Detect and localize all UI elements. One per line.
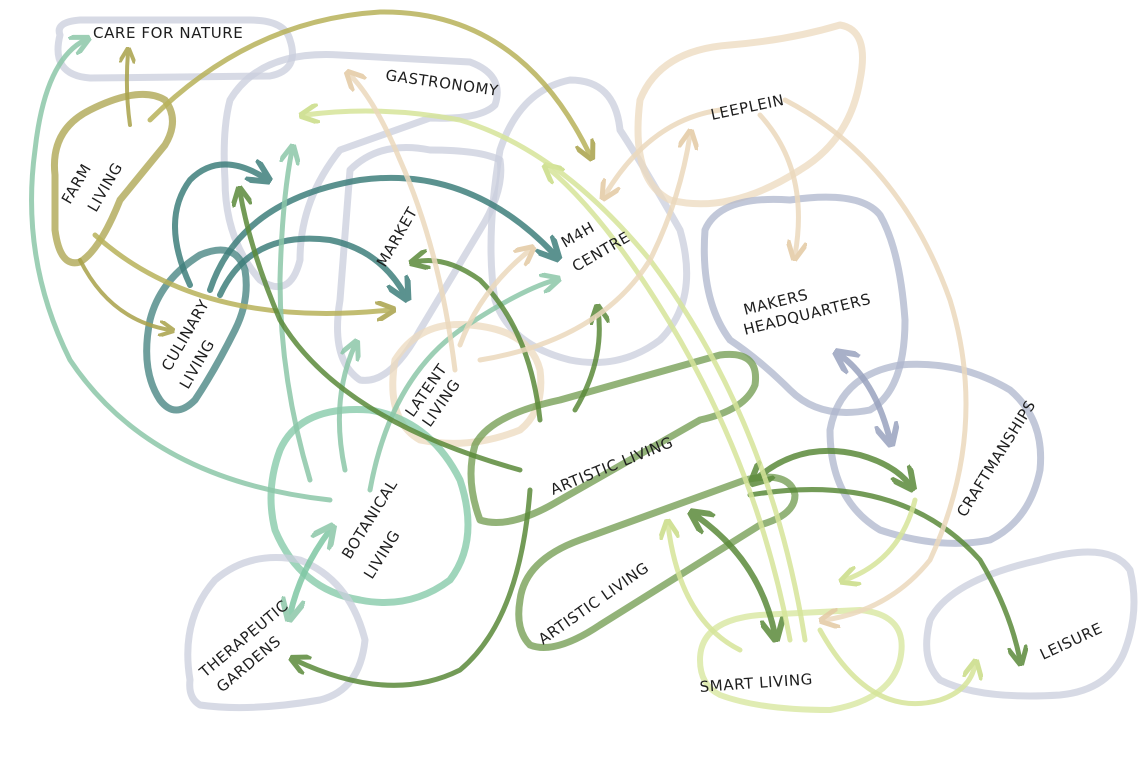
arrow-culinary-to-gastronomy bbox=[172, 164, 265, 288]
arrow-artistic-to-market bbox=[415, 260, 543, 423]
arrow-artistic-to-gastronomy bbox=[240, 192, 523, 473]
arrow-botanical-to-care bbox=[29, 40, 333, 503]
connections bbox=[29, 9, 1020, 707]
arrow-botanical-therapeutic bbox=[290, 530, 330, 615]
arrow-botanical-to-gastronomy bbox=[277, 150, 313, 483]
arrow-latent-to-leeplein bbox=[477, 135, 690, 363]
arrow-artistic-to-m4h bbox=[572, 310, 599, 413]
arrow-smart-to-leisure bbox=[817, 627, 975, 707]
blob-leisure bbox=[923, 548, 1138, 700]
arrow-leeplein-to-m4h bbox=[605, 107, 723, 195]
blob-care-for-nature bbox=[54, 16, 296, 82]
arrow-artistic2-smart bbox=[695, 515, 775, 635]
blob-artistic-living-2 bbox=[515, 473, 799, 651]
arrow-leeplein-to-makers bbox=[757, 112, 798, 255]
label-smart-living: SMART LIVING bbox=[699, 670, 813, 696]
arrow-culinary-to-market bbox=[217, 235, 405, 295]
blob-farm-living bbox=[50, 90, 176, 267]
arrow-latent-to-m4h bbox=[457, 250, 530, 348]
arrow-smart-to-m4h bbox=[548, 168, 793, 643]
arrow-craft-to-smart bbox=[845, 497, 918, 580]
arrow-farm-to-culinary bbox=[78, 258, 170, 330]
arrow-latent-to-gastronomy bbox=[350, 75, 458, 373]
arrow-makers-craftmanships bbox=[840, 355, 890, 440]
label-artistic-living-1: ARTISTIC LIVING bbox=[548, 433, 676, 499]
arrow-farm-to-m4h bbox=[147, 9, 590, 155]
blob-leeplein bbox=[634, 21, 866, 208]
label-leeplein: LEEPLEIN bbox=[709, 91, 786, 124]
arrow-smart-to-artistic2 bbox=[668, 525, 743, 653]
blob-culinary-living bbox=[143, 246, 250, 414]
blob-artistic-living-1 bbox=[467, 350, 760, 526]
label-care-for-nature: CARE FOR NATURE bbox=[93, 24, 243, 42]
arrow-culinary-to-m4h bbox=[207, 174, 555, 293]
arrow-botanical-to-m4h bbox=[367, 280, 555, 493]
arrow-artistic2-to-leisure bbox=[747, 487, 1020, 660]
arrow-artistic2-craftmanships bbox=[755, 447, 910, 485]
arrow-farm-to-care bbox=[127, 52, 130, 127]
label-leisure: LEISURE bbox=[1037, 619, 1105, 664]
arrow-artistic-to-therapeutic bbox=[295, 487, 533, 688]
arrow-farm-to-market bbox=[92, 232, 390, 313]
arrow-botanical-to-market bbox=[336, 345, 355, 473]
arrow-smart-to-gastronomy bbox=[305, 111, 808, 643]
arrow-leeplein-to-smart bbox=[782, 97, 969, 620]
blob-therapeutic-gardens bbox=[184, 554, 369, 712]
